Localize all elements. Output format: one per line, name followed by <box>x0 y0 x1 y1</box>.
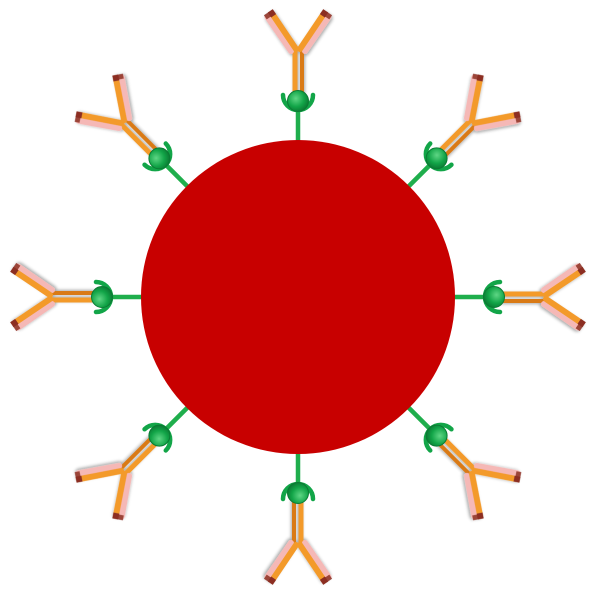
linker-line <box>408 407 433 432</box>
ligand-sphere <box>92 287 113 308</box>
heavy-chain-arm <box>80 454 121 495</box>
antibody <box>504 263 586 331</box>
heavy-chain-arm <box>99 79 140 120</box>
ligand-sphere <box>288 483 309 504</box>
linker-line <box>408 163 433 188</box>
ligand-sphere <box>288 91 309 112</box>
heavy-chain-arm <box>475 98 516 139</box>
heavy-chain-arm <box>455 79 496 120</box>
antibody <box>264 503 332 585</box>
heavy-chain-arm <box>99 474 140 515</box>
antibody-conjugate-right <box>453 263 586 331</box>
heavy-chain-arm <box>475 454 516 495</box>
heavy-chain-arm <box>455 474 496 515</box>
heavy-chain-arm <box>80 98 121 139</box>
antibody-conjugate-top <box>264 9 332 142</box>
ligand-sphere <box>484 287 505 308</box>
nanoparticle-core <box>141 140 455 454</box>
linker-line <box>164 407 189 432</box>
antibody <box>264 9 332 91</box>
antibody-conjugate-left <box>10 263 143 331</box>
antibody-conjugate-bottom <box>264 452 332 585</box>
antibody <box>10 263 92 331</box>
